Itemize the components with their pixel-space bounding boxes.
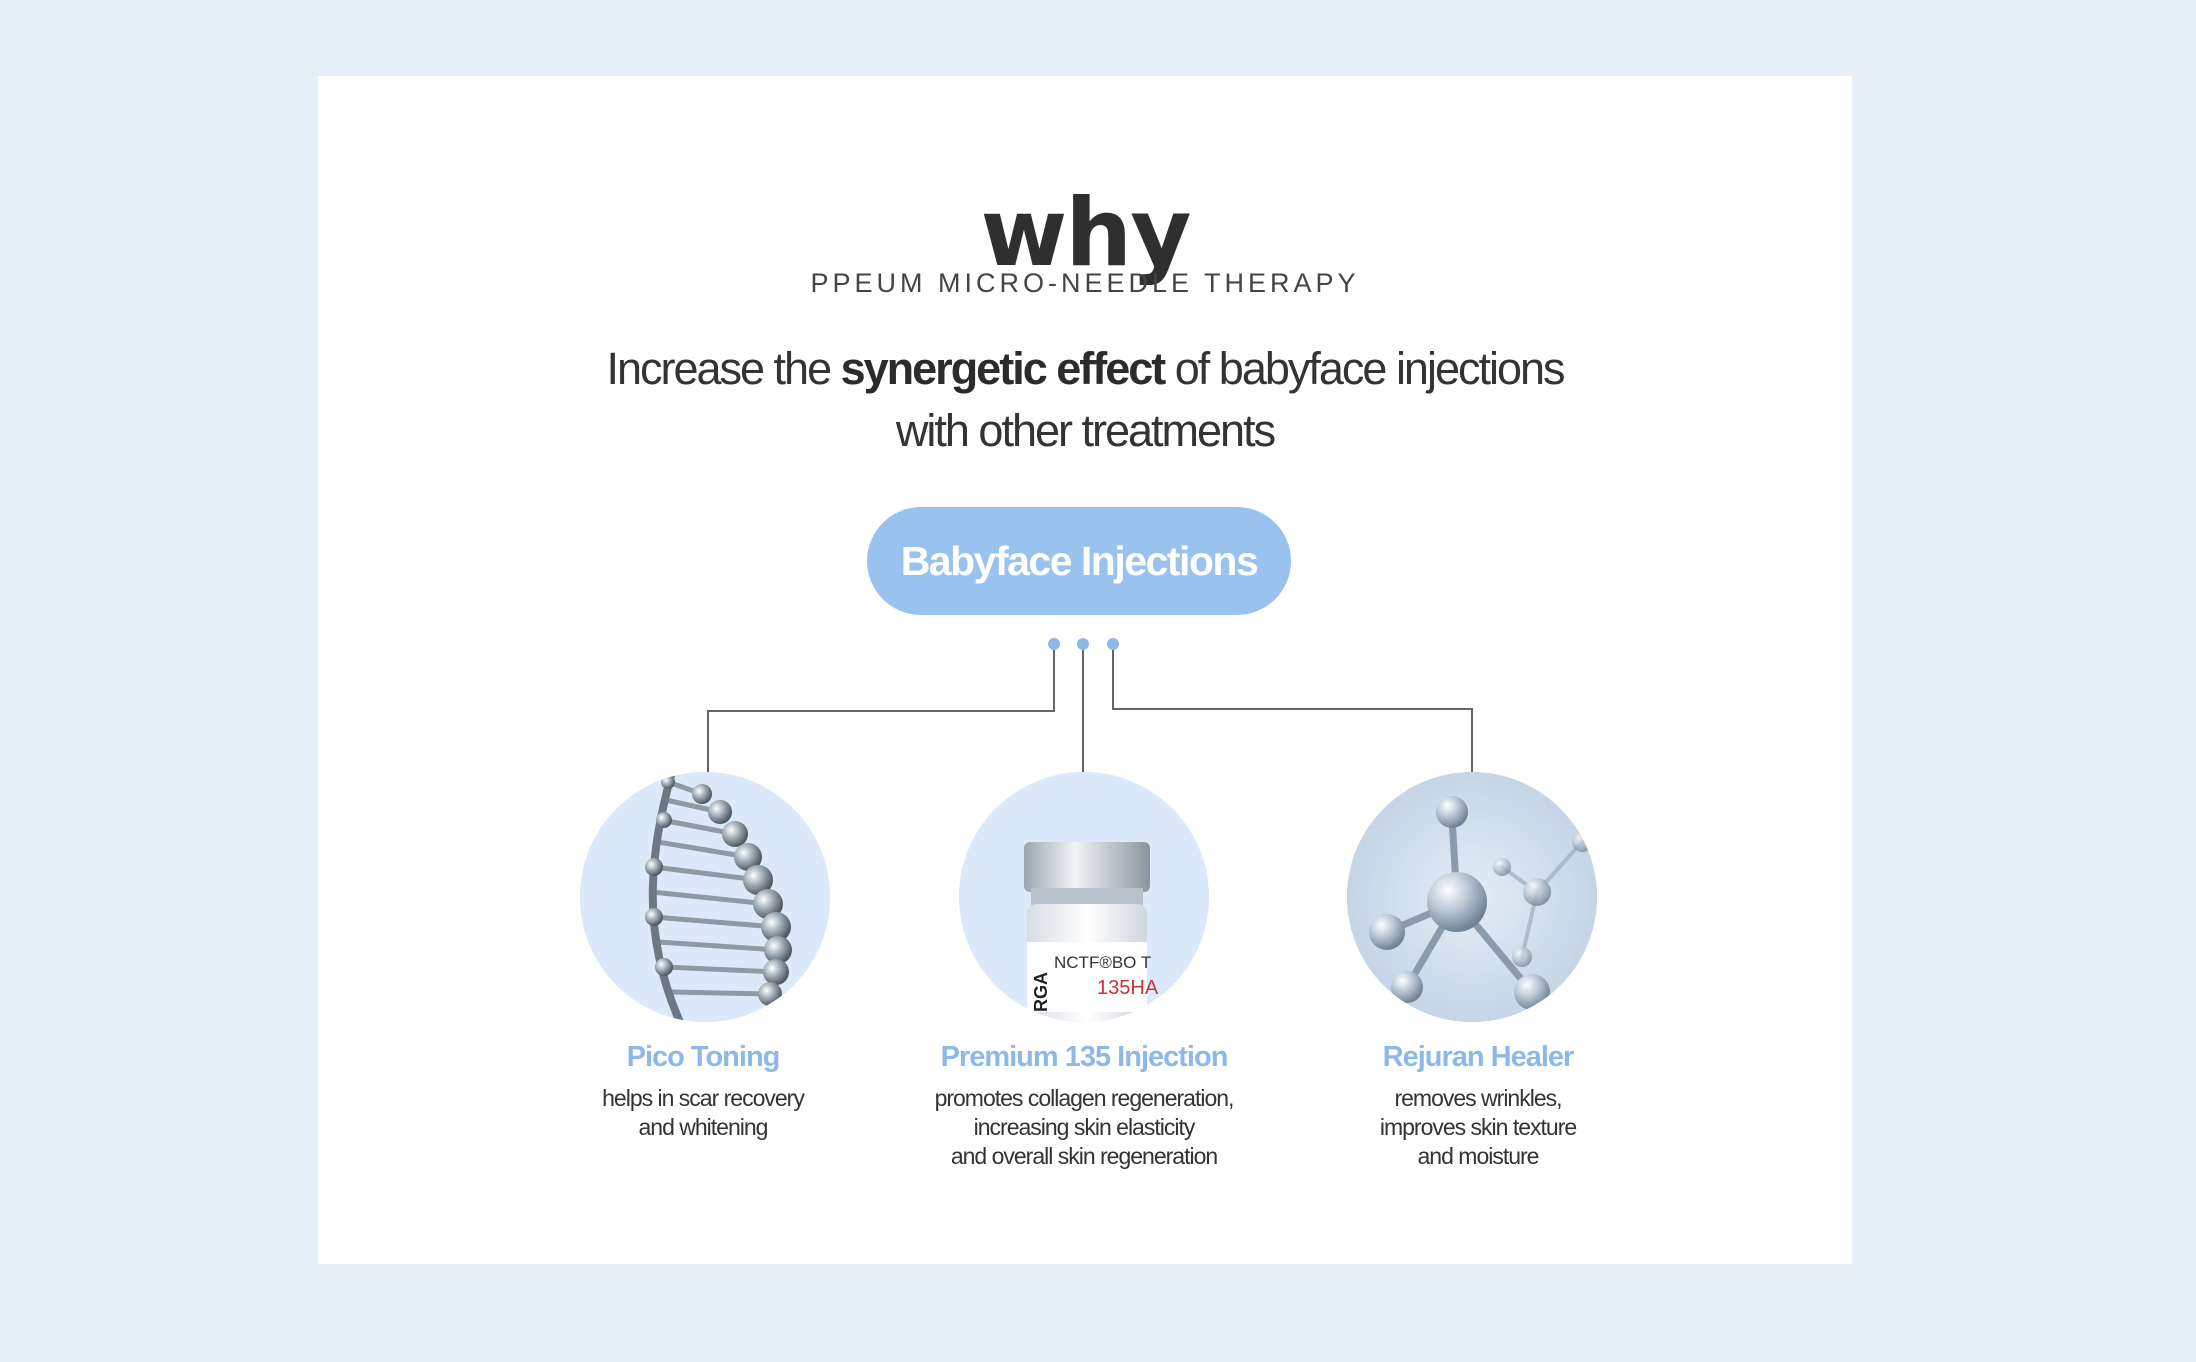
item-desc-rejuran-healer: removes wrinkles, improves skin texture … bbox=[1248, 1084, 1708, 1171]
section-title: why bbox=[980, 179, 1191, 288]
desc-line: promotes collagen regeneration, bbox=[934, 1085, 1235, 1111]
content-card: why PPEUM MICRO-NEEDLE THERAPY Increase … bbox=[318, 76, 1852, 1264]
item-title-pico-toning: Pico Toning bbox=[626, 1041, 781, 1073]
desc-line: increasing skin elasticity bbox=[973, 1114, 1196, 1140]
item-desc-pico-toning: helps in scar recovery and whitening bbox=[473, 1084, 933, 1142]
dna-helix-icon bbox=[580, 772, 830, 1022]
desc-line: and whitening bbox=[638, 1114, 769, 1140]
item-title-rejuran-healer: Rejuran Healer bbox=[1382, 1041, 1575, 1073]
babyface-injections-pill: Babyface Injections bbox=[867, 507, 1291, 615]
connector-left bbox=[707, 644, 1055, 773]
molecule-icon bbox=[1347, 772, 1597, 1022]
desc-line: helps in scar recovery bbox=[602, 1085, 805, 1111]
vial-label-code: 135HA bbox=[1097, 977, 1159, 999]
item-title-premium-135: Premium 135 Injection bbox=[940, 1041, 1229, 1073]
connector-dot-center bbox=[1077, 638, 1089, 650]
headline-part-1: Increase the bbox=[606, 343, 841, 394]
vial-label-side: RGA bbox=[1031, 972, 1051, 1012]
vial-icon: NCTF®BO T 135HA RGA bbox=[959, 772, 1209, 1022]
desc-line: removes wrinkles, bbox=[1394, 1085, 1562, 1111]
connector-right bbox=[1112, 644, 1473, 773]
connector-lines bbox=[707, 638, 1473, 773]
headline-bold: synergetic effect bbox=[840, 343, 1167, 394]
item-desc-premium-135: promotes collagen regeneration, increasi… bbox=[854, 1084, 1314, 1171]
desc-line: improves skin texture bbox=[1379, 1114, 1577, 1140]
section-subtitle: PPEUM MICRO-NEEDLE THERAPY bbox=[810, 268, 1360, 298]
connector-dot-left bbox=[1048, 638, 1060, 650]
headline-part-2: of babyface injections bbox=[1164, 343, 1566, 394]
headline-line-2: with other treatments bbox=[895, 405, 1276, 456]
headline: Increase the synergetic effect of babyfa… bbox=[318, 338, 1852, 462]
connector-dot-right bbox=[1107, 638, 1119, 650]
desc-line: and overall skin regeneration bbox=[950, 1143, 1218, 1169]
desc-line: and moisture bbox=[1417, 1143, 1540, 1169]
headline-line-1: Increase the synergetic effect of babyfa… bbox=[318, 338, 1852, 400]
vial-label-brand: NCTF®BO T bbox=[1054, 953, 1151, 972]
